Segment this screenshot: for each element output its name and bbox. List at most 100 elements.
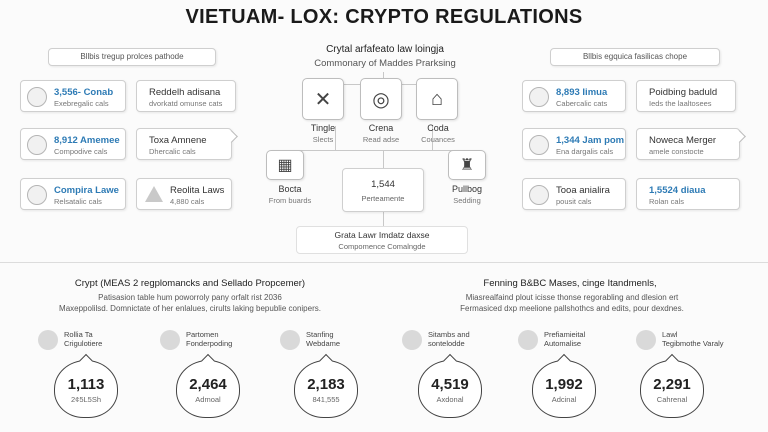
stat-badge: 1,992 Adcinal (532, 353, 596, 418)
circle-icon (529, 185, 549, 205)
bottom-right-title: Fenning B&BC Mases, cinge Itandmenls, (483, 278, 657, 289)
stat-value: 2,464 (189, 376, 227, 393)
node-title: Bocta (278, 184, 302, 194)
circle-icon (160, 330, 180, 350)
card-subtitle: Ena dargalis cals (556, 147, 614, 156)
stat-label: Partomen Fonderpoding (186, 330, 233, 348)
card-title: 3,556- Conab (54, 87, 114, 98)
stat-value: 4,519 (431, 376, 469, 393)
connector-line (335, 126, 336, 150)
left-card-2: Reddelh adisana dvorkatd omunse cats (136, 80, 236, 112)
stat-badge: 2,183 841,555 (294, 353, 358, 418)
card-title: Noweca Merger (649, 135, 717, 146)
connector-line (280, 150, 480, 151)
connector-line (383, 150, 384, 168)
card-title: 8,893 Iimua (556, 87, 608, 98)
node-subtitle: Couances (421, 135, 455, 144)
arrow-icon (733, 130, 746, 143)
node-title: Pullbog (451, 184, 483, 194)
right-panel-header-text: Bllbis egquica fasilicas chope (582, 52, 688, 61)
card-subtitle: 4,880 cals (170, 197, 205, 206)
badge-peak (318, 353, 334, 369)
circle-icon (27, 135, 47, 155)
center-subheader: Commonary of Maddes Prarksing (314, 58, 456, 69)
stat-caption: Axdonal (436, 395, 464, 404)
node-subtitle: From buards (268, 196, 312, 205)
stat-caption: Cahrenal (656, 395, 688, 404)
card-title: Reddelh adisana (149, 87, 221, 98)
badge-peak (200, 353, 216, 369)
card-subtitle: Compodive cals (54, 147, 108, 156)
center-value: 1,544 (371, 179, 395, 190)
right-card-3: 1,344 Jam pom Ena dargalis cals (522, 128, 626, 160)
node-title: Coda (427, 123, 449, 133)
circle-icon (518, 330, 538, 350)
section-divider (0, 262, 768, 263)
stat-value: 1,113 (67, 376, 105, 393)
tower-icon: ♜ (448, 150, 486, 180)
card-title: Poidbing baduld (649, 87, 718, 98)
node-subtitle: Slects (312, 135, 334, 144)
card-subtitle: Rolan cals (649, 197, 685, 206)
card-subtitle: Exebregalic cals (54, 99, 109, 108)
node-title: Crena (368, 123, 394, 133)
stat-badge: 4,519 Axdonal (418, 353, 482, 418)
stat-label: Prefiamieital Automalise (544, 330, 586, 348)
node-label-bocta: Bocta From buards (258, 184, 322, 205)
circle-icon (27, 185, 47, 205)
node-title: Tingle (310, 123, 336, 133)
connector-line (383, 212, 384, 226)
circle-icon (27, 87, 47, 107)
globe-icon: ◎ (360, 78, 402, 120)
bottom-right-desc-1: Miasrealfaind plout icisse thonse regora… (465, 293, 679, 302)
card-title: Reolita Laws (170, 185, 225, 196)
circle-icon (529, 135, 549, 155)
center-header: Crytal arfafeato law loingja (326, 44, 444, 55)
badge-peak (556, 353, 572, 369)
center-value-box: 1,544 Perteamente (342, 168, 424, 212)
stat-badge: 1,113 2¢5L5Sh (54, 353, 118, 418)
page-title: VIETUAM- LOX: CRYPTO REGULATIONS (185, 6, 583, 28)
stat-value: 2,183 (307, 376, 345, 393)
globe-glyph: ◎ (372, 88, 390, 111)
bottom-right-desc-2: Fermasiced dxp meelione pallshothcs and … (460, 304, 684, 313)
node-label-pullbog: Pullbog Sedding (438, 184, 496, 205)
stat-label: Stanfing Webdame (306, 330, 341, 348)
bottom-left-desc-2: Maxeppolilsd. Domnictate of her enlalues… (59, 304, 321, 313)
card-title: Compira Lawe (54, 185, 119, 196)
circle-icon (280, 330, 300, 350)
card-subtitle: Dhercalic cals (149, 147, 196, 156)
right-card-5: Tooa anialira pousit cals (522, 178, 626, 210)
cross-icon: ✕ (302, 78, 344, 120)
stat-caption: 2¢5L5Sh (70, 395, 102, 404)
circle-icon (529, 87, 549, 107)
stat-label: Sitambs and sontelodde (428, 330, 470, 348)
node-subtitle: Read adse (362, 135, 400, 144)
card-subtitle: Cabercalic cats (556, 99, 608, 108)
card-subtitle: Relsatalic cals (54, 197, 102, 206)
badge-peak (78, 353, 94, 369)
right-card-6: 1,5524 diaua Rolan cals (636, 178, 740, 210)
left-card-5: Compira Lawe Relsatalic cals (20, 178, 126, 210)
card-title: Toxa Amnene (149, 135, 207, 146)
right-panel-header: Bllbis egquica fasilicas chope (550, 48, 720, 66)
center-value-caption: Perteamente (361, 194, 405, 203)
stat-value: 2,291 (653, 376, 691, 393)
card-subtitle: amele constocte (649, 147, 704, 156)
card-title: 1,344 Jam pom (556, 135, 625, 146)
left-card-1: 3,556- Conab Exebregalic cals (20, 80, 126, 112)
circle-icon (636, 330, 656, 350)
center-footer-box: Grata Lawr Imdatz daxse Compomence Comal… (296, 226, 468, 254)
stat-badge: 2,464 Admoal (176, 353, 240, 418)
node-label-coda: Coda Couances (410, 123, 466, 144)
node-label-crena: Crena Read adse (352, 123, 410, 144)
stat-badge: 2,291 Cahrenal (640, 353, 704, 418)
bottom-left-desc-1: Patisasion table hum poworroly pany orfa… (98, 293, 282, 302)
stat-label: Lawl Tegibmothe Varaly (662, 330, 724, 348)
house-icon: ⌂ (416, 78, 458, 120)
stat-caption: Adcinal (551, 395, 577, 404)
house-glyph: ⌂ (430, 87, 444, 110)
right-card-2: Poidbing baduld Ieds the laaltosees (636, 80, 736, 112)
center-footer-title: Grata Lawr Imdatz daxse (334, 230, 430, 240)
left-card-6: Reolita Laws 4,880 cals (136, 178, 232, 210)
